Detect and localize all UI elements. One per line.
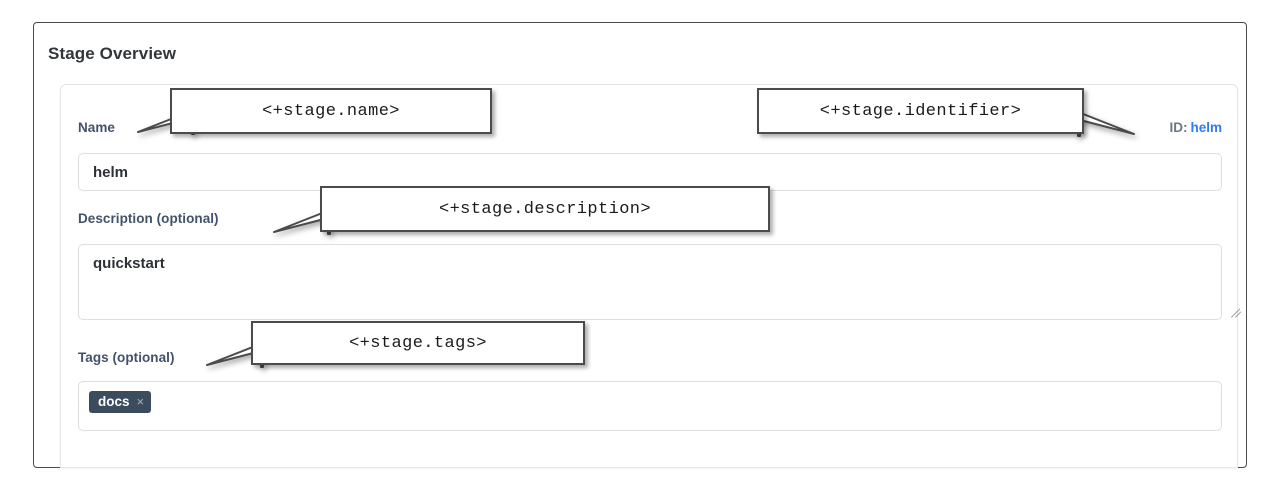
page-title: Stage Overview <box>48 44 177 63</box>
callout-stage-identifier: <+stage.identifier> <box>757 88 1084 134</box>
tags-input[interactable]: docs × <box>78 381 1222 431</box>
stage-identifier-key: ID: <box>1169 120 1188 135</box>
callout-tail-stage-identifier <box>1077 111 1135 137</box>
callout-stage-name: <+stage.name> <box>170 88 492 134</box>
name-field-label: Name <box>78 120 115 135</box>
description-textarea[interactable] <box>78 244 1222 320</box>
tags-field-label: Tags (optional) <box>78 350 175 365</box>
name-input[interactable] <box>78 153 1222 191</box>
tag-chip[interactable]: docs × <box>89 391 152 413</box>
stage-identifier-value[interactable]: helm <box>1190 120 1222 135</box>
description-field-label: Description (optional) <box>78 211 219 226</box>
callout-stage-tags: <+stage.tags> <box>251 321 585 365</box>
stage-identifier: ID:helm <box>1169 120 1222 135</box>
callout-stage-description: <+stage.description> <box>320 186 770 232</box>
tag-chip-label: docs <box>98 394 130 409</box>
tag-remove-icon[interactable]: × <box>136 394 145 410</box>
